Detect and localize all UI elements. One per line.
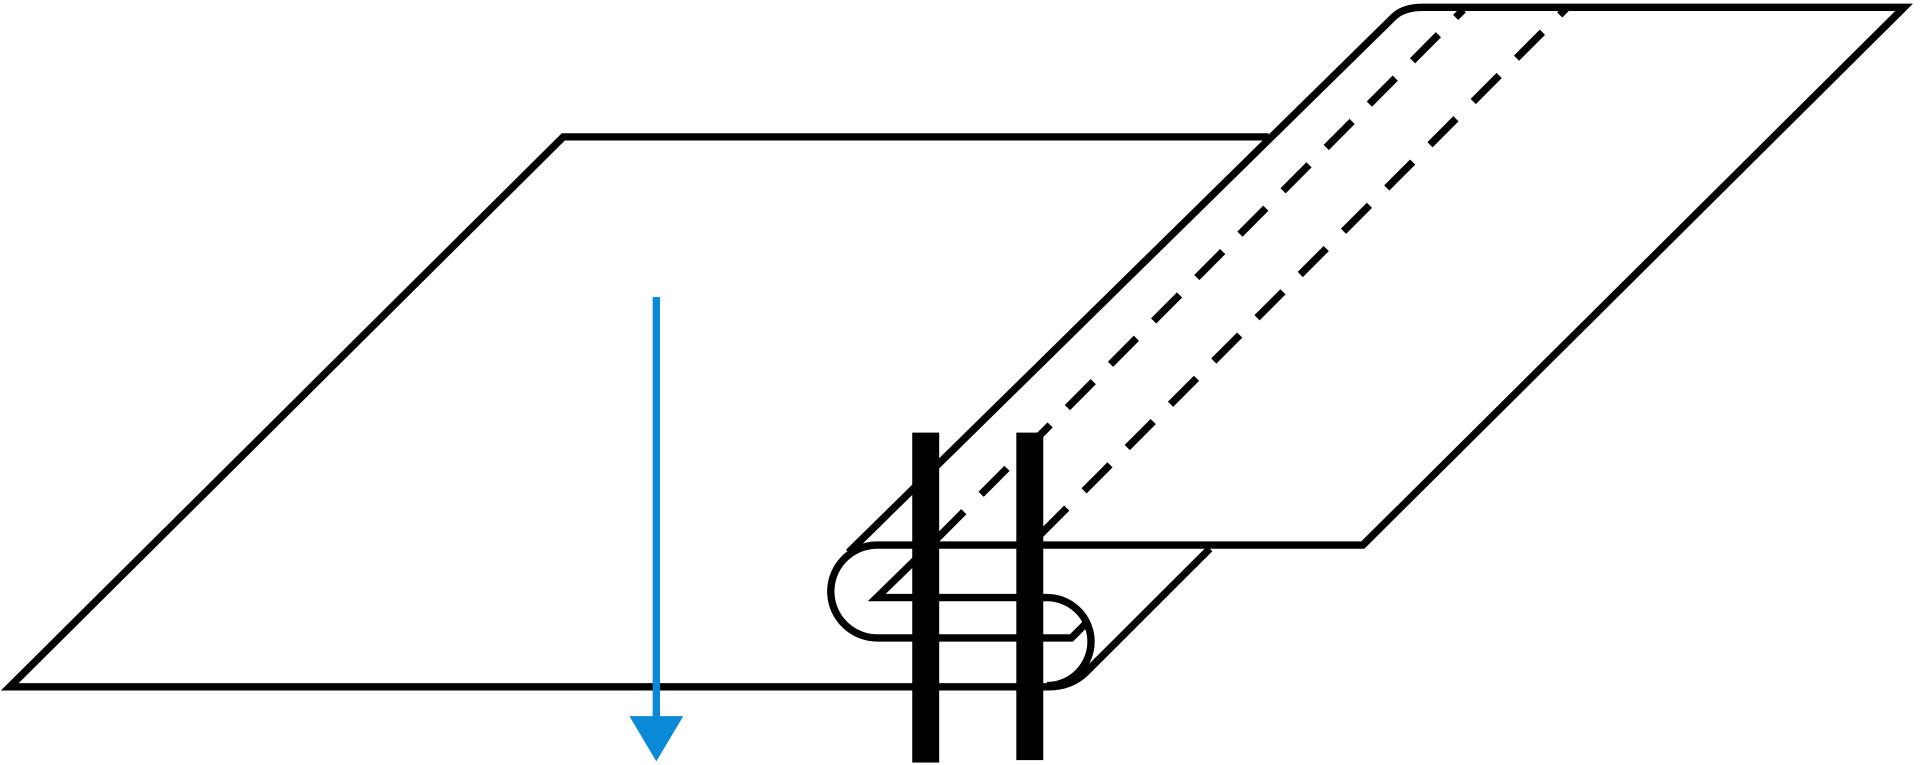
stitch-bar (912, 432, 940, 763)
lower-fabric-panel (0, 133, 1269, 691)
rolled-edge-inner (867, 535, 1095, 690)
upper-fabric-panel (845, 3, 1913, 555)
rolled-edge-outer (827, 541, 1092, 642)
stitch-bar (1016, 432, 1044, 761)
stitch-line-dashed (1038, 4, 1570, 537)
down-arrow-icon (629, 296, 684, 762)
